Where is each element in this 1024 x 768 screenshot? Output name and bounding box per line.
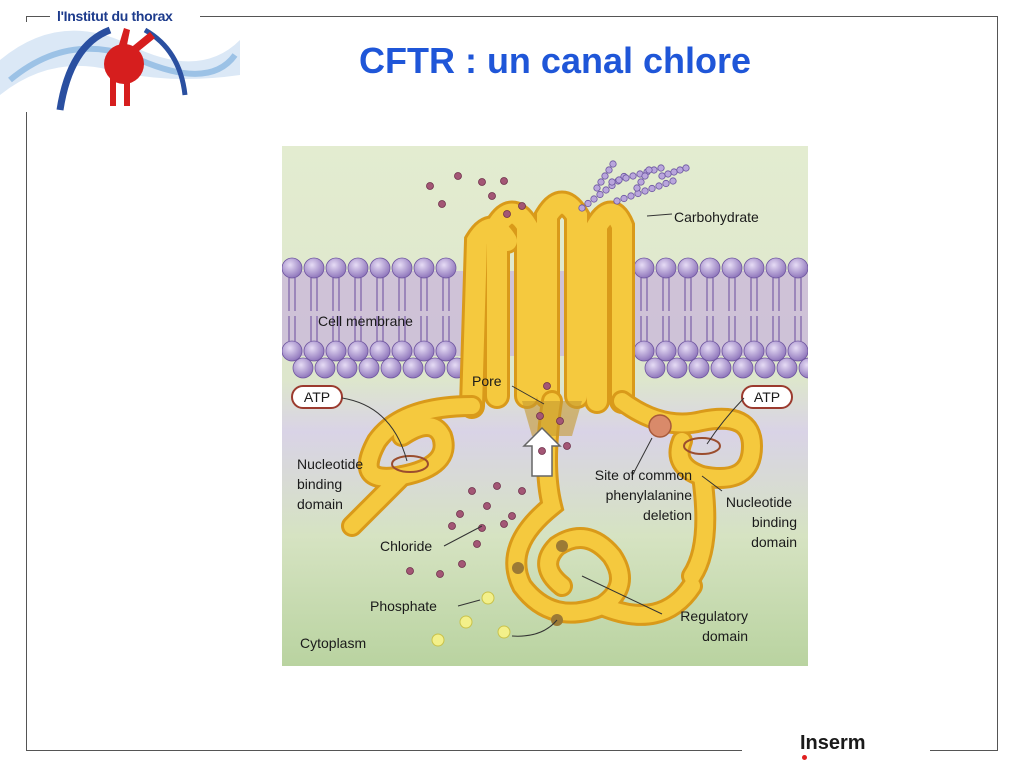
cftr-protein-helices [462,193,632,416]
frame-left [26,112,27,750]
cftr-cytoplasmic-loops [344,393,761,623]
label-cell-membrane: Cell membrane [318,313,413,329]
atp-right-label: ATP [754,389,780,405]
frame-bottom-left [26,750,742,751]
membrane-heads-top [282,257,808,279]
carbohydrate-chains [578,160,690,212]
inserm-logo: Inserm [800,732,866,754]
label-site-1: Site of common [595,467,692,483]
label-site-2: phenylalanine [606,487,693,503]
label-chloride: Chloride [380,538,432,554]
atp-left-label: ATP [304,389,330,405]
phenylalanine-deletion-site [648,414,672,438]
frame-top-right [200,16,998,17]
logo-text: l'Institut du thorax [53,8,177,24]
label-nbd-right-3: domain [751,534,797,550]
label-phosphate: Phosphate [370,598,437,614]
chloride-ions [406,172,571,578]
lipid-tails [288,278,802,341]
membrane-heads-bottom [282,340,808,379]
label-nbd-left-2: binding [297,476,342,492]
label-regulatory-1: Regulatory [680,608,748,624]
atp-left: ATP [291,385,343,409]
slide-title: CFTR : un canal chlore [358,40,752,81]
label-nbd-left-3: domain [297,496,343,512]
pore-opening [522,401,582,436]
label-cytoplasm: Cytoplasm [300,635,366,651]
frame-top-left [26,16,50,17]
frame-right [997,16,998,750]
institut-thorax-logo: l'Institut du thorax [0,0,240,115]
label-nbd-right-1: Nucleotide [726,494,792,510]
phosphate-groups [431,591,511,647]
label-nbd-left-1: Nucleotide [297,456,363,472]
frame-left-tick [26,16,27,22]
nbd-right-site [683,437,721,455]
label-nbd-right-2: binding [752,514,797,530]
thorax-logo-graphic [0,26,240,111]
label-regulatory-2: domain [702,628,748,644]
label-pore: Pore [472,373,502,389]
label-site-3: deletion [643,507,692,523]
nbd-left-site [391,455,429,473]
inserm-logo-dot [802,755,807,760]
cftr-channel-diagram: ATP ATP Carbohydrate Cell membrane Pore … [282,146,808,666]
label-carbohydrate: Carbohydrate [674,209,759,225]
leader-lines [341,213,745,637]
atp-right: ATP [741,385,793,409]
frame-bottom-right [930,750,998,751]
